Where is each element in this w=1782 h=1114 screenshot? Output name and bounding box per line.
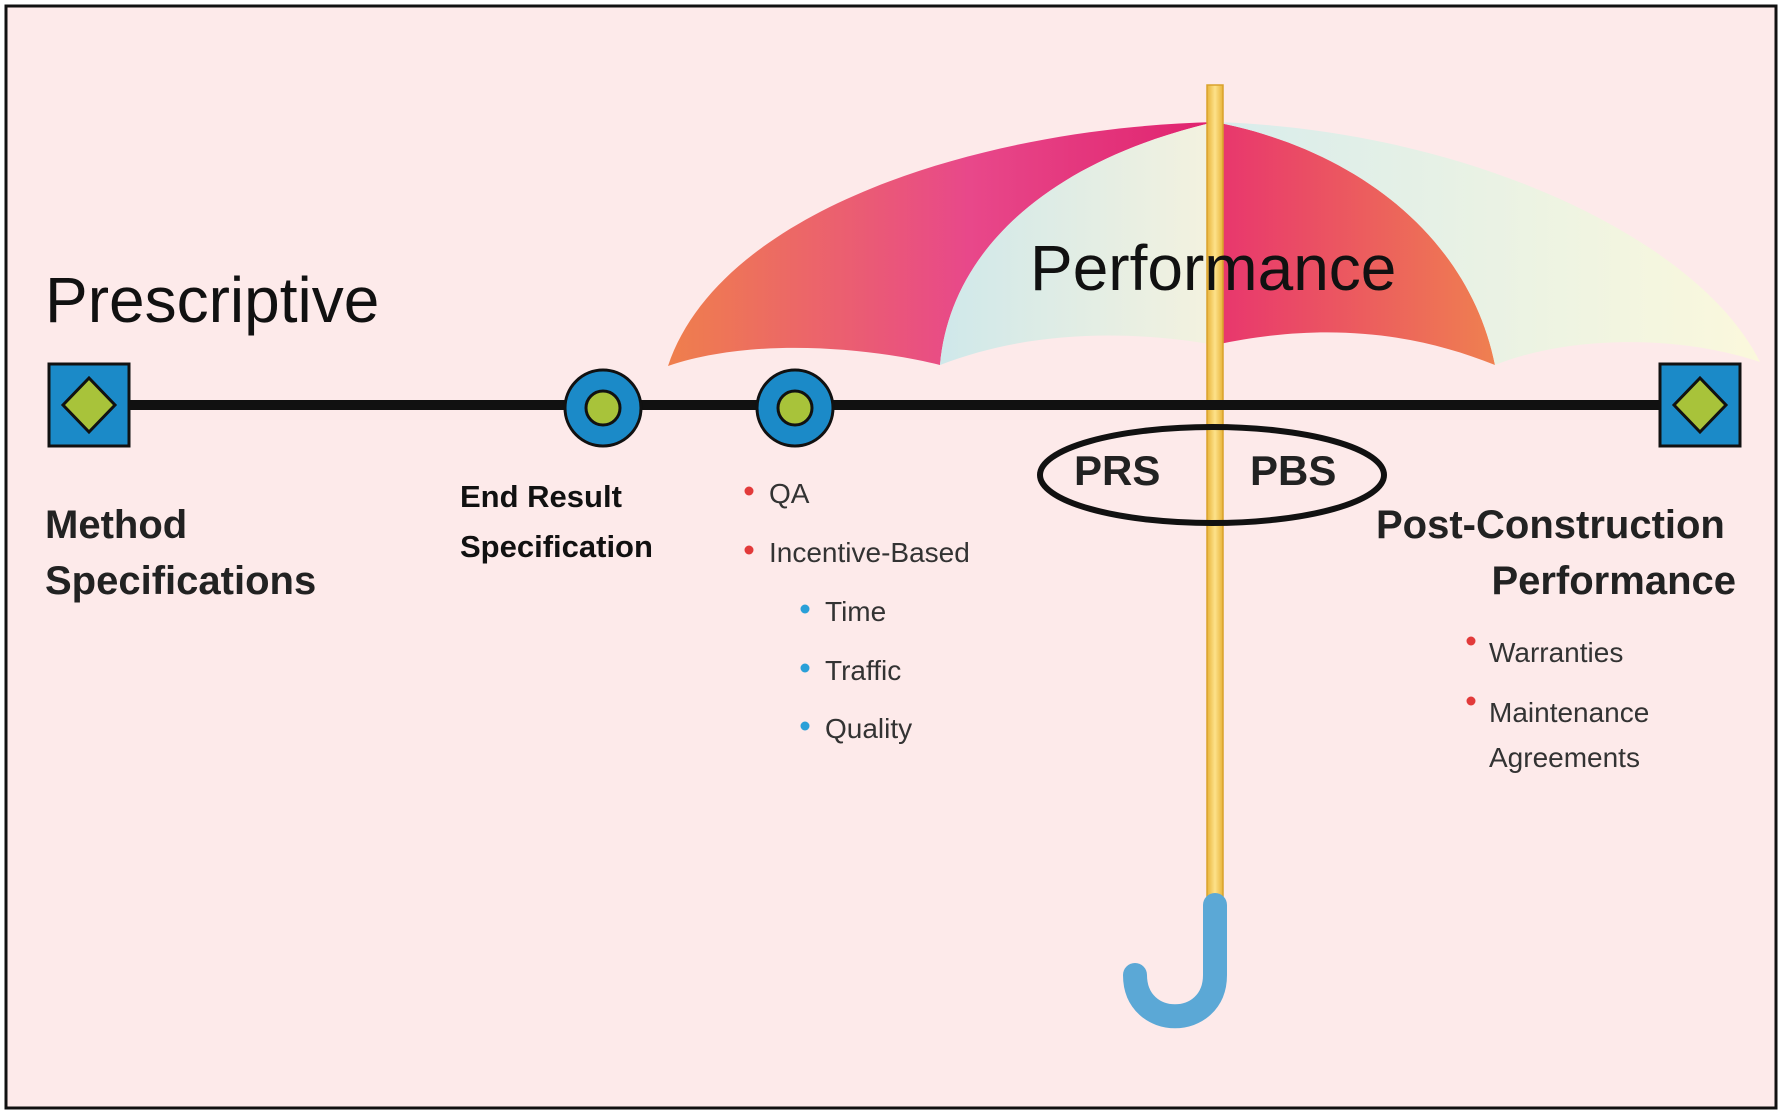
bullet-dot-icon [800, 663, 810, 673]
post-construction-line: Performance [1491, 559, 1736, 603]
method-spec-marker [47, 362, 131, 448]
umbrella-panel-right [1215, 122, 1760, 365]
bullet-dot-icon [744, 486, 754, 496]
end-result-marker [563, 368, 643, 448]
pbs-label: PBS [1250, 447, 1336, 494]
qa-list-item: QA [769, 478, 810, 509]
prs-pbs-ellipse [1037, 424, 1387, 526]
circle-inner-icon [776, 389, 814, 427]
bullet-dot-icon [1466, 696, 1476, 706]
diamond-icon [1671, 375, 1729, 435]
umbrella-canopy [668, 122, 1760, 366]
qa-list-item: Time [825, 596, 886, 627]
prs-label: PRS [1074, 447, 1160, 494]
method-specifications-line: Method [45, 503, 187, 547]
umbrella-panel-left [668, 122, 1215, 366]
prescriptive-heading: Prescriptive [45, 264, 379, 336]
umbrella-panel-center-right [1215, 122, 1495, 365]
method-specifications-line: Specifications [45, 559, 316, 603]
qa-list-item: Incentive-Based [769, 537, 970, 568]
umbrella-shaft [1207, 85, 1223, 910]
post-construction-marker [1658, 362, 1742, 448]
bullet-dot-icon [744, 545, 754, 555]
qa-marker [755, 368, 835, 448]
post-construction-line: Post-Construction [1376, 503, 1725, 547]
performance-heading: Performance [1030, 232, 1396, 304]
bullet-dot-icon [1466, 636, 1476, 646]
circle-inner-icon [584, 389, 622, 427]
post-construction-label: Post-Construction Performance [1376, 503, 1736, 603]
end-result-line: Specification [460, 529, 653, 564]
qa-list-item: Traffic [825, 655, 901, 686]
bullet-dot-icon [800, 604, 810, 614]
post-list-item: Warranties [1489, 637, 1623, 668]
method-specifications-label: Method Specifications [45, 503, 316, 603]
post-list-item: Maintenance [1489, 697, 1649, 728]
umbrella-handle [1123, 893, 1227, 1029]
end-result-line: End Result [460, 479, 622, 514]
end-result-specification-label: End Result Specification [460, 479, 653, 564]
qa-list-item: Quality [825, 713, 912, 744]
diamond-icon [60, 375, 118, 435]
umbrella-panel-center-left [940, 122, 1215, 365]
post-list-item: Agreements [1489, 742, 1640, 773]
bullet-dot-icon [800, 721, 810, 731]
